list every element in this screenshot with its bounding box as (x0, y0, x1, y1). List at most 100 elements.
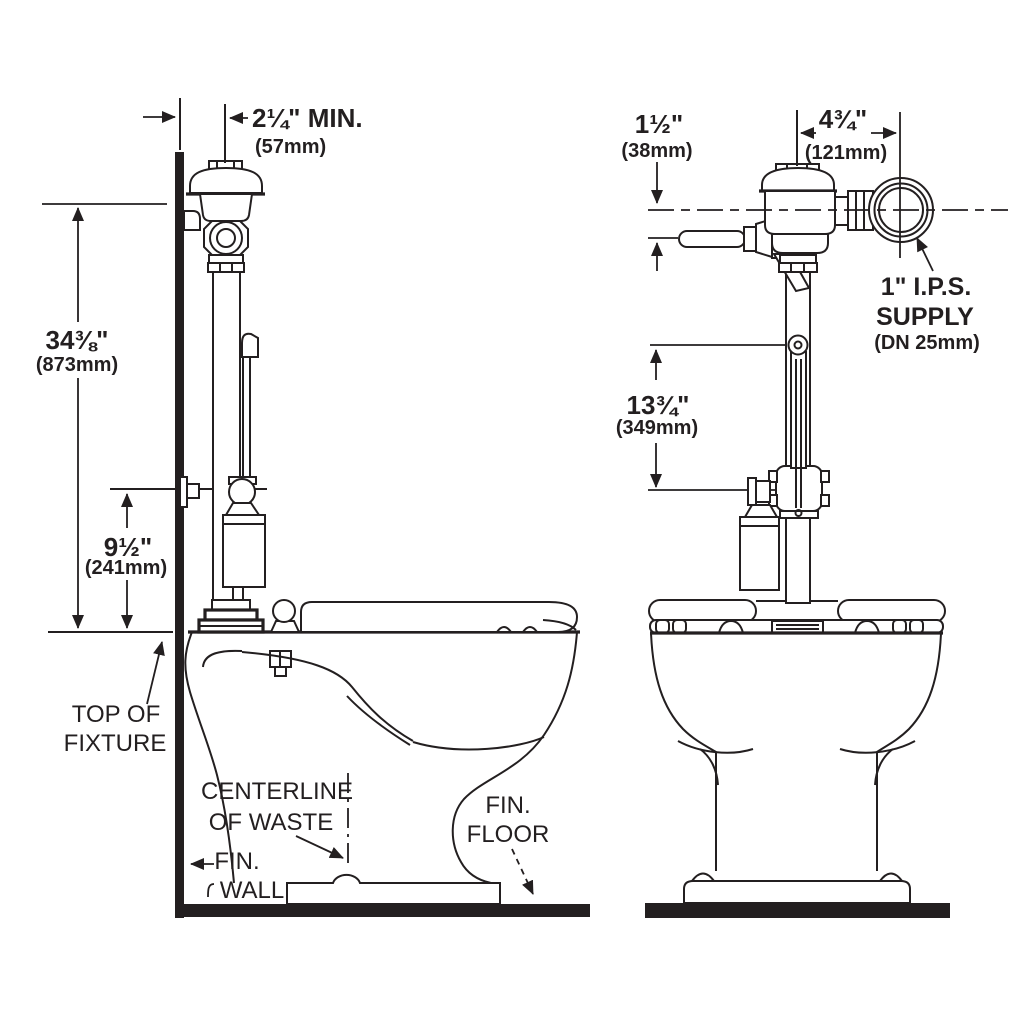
hinge-block-right-1 (892, 619, 907, 634)
actuating-rod (790, 351, 807, 469)
vacuum-breaker-front (222, 514, 266, 588)
support-bolt (186, 483, 200, 499)
bowl-s-curve-right-1 (839, 740, 916, 754)
top-of-fixture-label-1: TOP OF (72, 701, 160, 728)
dim-wall-offset-metric: (57mm) (255, 136, 326, 158)
toilet-base-front (683, 880, 911, 904)
hinge-block-left-1 (655, 619, 670, 634)
dim-height-metric: (873mm) (36, 354, 118, 376)
supply-label-3: (DN 25mm) (874, 332, 980, 354)
coupling-front (208, 254, 244, 264)
finished-floor-section-left (175, 904, 590, 917)
bowl-front-profile (451, 631, 578, 884)
dim-handle-imperial: 1½" (635, 109, 683, 139)
stop-ear-tl (768, 470, 778, 483)
centerline-of-waste-label-1: CENTERLINE (201, 778, 353, 805)
ball-joint (228, 478, 256, 506)
dim-wall-offset-imperial: 2¼" MIN. (252, 103, 363, 133)
stop-ear-br (820, 494, 830, 507)
bowl-s-curve-left-1 (677, 740, 754, 754)
toilet-side-profile (184, 599, 580, 905)
valve-dome-side (761, 166, 835, 192)
support-plate (179, 476, 188, 508)
hinge-block-left-2 (672, 619, 687, 634)
handle-collar (743, 226, 757, 252)
front-view-dimensions: 2¼" MIN. (57mm) 34⅜" (873mm) 9½" (241mm)… (36, 98, 549, 904)
toilet-front-elevation (648, 599, 946, 623)
hinge-ball (272, 599, 296, 623)
seat-lid-side (300, 601, 579, 633)
stop-connector (755, 480, 771, 503)
handle-paddle-front (241, 332, 259, 358)
control-stop-body (775, 465, 823, 512)
coupling-nut-side-flats (790, 263, 805, 272)
bolt-cap-left (717, 619, 745, 634)
stop-connector-plate (747, 477, 757, 506)
dim-handle-metric: (38mm) (621, 140, 692, 162)
valve-body-front (198, 193, 254, 222)
fin-floor-label-1: FIN. (485, 792, 530, 819)
fin-wall-hook (207, 883, 215, 898)
dim-rod-imperial: 13¾" (627, 390, 690, 420)
valve-lower-body (771, 233, 829, 254)
vacuum-breaker-side (739, 516, 780, 591)
rod-slot (795, 359, 802, 508)
bowl-s-curve-left-2 (699, 748, 719, 786)
floor-bolt-cap-right (878, 872, 904, 882)
coupling-nut-side (778, 262, 818, 273)
fin-wall-label-2: WALL (220, 877, 284, 904)
bowl-inner-curve-2 (346, 695, 411, 746)
bowl-right-profile (876, 632, 942, 871)
bowl-left-profile (650, 632, 717, 871)
coupling-side (779, 254, 817, 264)
spud-plate-lines (776, 624, 819, 630)
rod-slot-pin (794, 509, 803, 517)
supply-label-2: SUPPLY (876, 303, 974, 331)
handle-rod-front (242, 355, 251, 479)
stop-ear-tr (820, 470, 830, 483)
wall-bracket (183, 210, 201, 231)
top-of-fixture-leader (146, 641, 165, 705)
ball-joint-taper (224, 502, 261, 516)
dim-height-imperial: 34⅜" (46, 325, 109, 355)
dim-rod-metric: (349mm) (616, 417, 698, 439)
seat-bumpers (496, 626, 538, 633)
fin-floor-label-2: FLOOR (467, 821, 550, 848)
seat-lobe-right (837, 599, 946, 623)
dim-stop-metric: (241mm) (85, 557, 167, 579)
seat-nose-line (542, 619, 577, 631)
seat-lobe-left (648, 599, 757, 623)
supply-label-1: 1" I.P.S. (881, 273, 972, 301)
hinge-block-right-2 (909, 619, 924, 634)
front-view: 2¼" MIN. (57mm) 34⅜" (873mm) 9½" (241mm)… (36, 98, 590, 918)
coupling-nut-flats (219, 263, 233, 272)
vacuum-breaker-cone (743, 504, 779, 518)
bolt-cap-right (853, 619, 881, 634)
bowl-front-inner-line (412, 736, 545, 751)
dim-stop-imperial: 9½" (104, 532, 152, 562)
bowl-rear-profile (184, 631, 235, 884)
dim-depth-imperial: 4¾" (819, 104, 867, 134)
seat-bolt-nut (274, 666, 287, 677)
fin-wall-label-1: FIN. (214, 848, 259, 875)
bowl-s-curve-right-2 (874, 748, 894, 786)
supply-leader (916, 237, 934, 272)
hinge-base (269, 620, 301, 633)
side-view: 1½" (38mm) 4¾" (121mm) 13¾" (349mm) 1" I… (616, 104, 1008, 918)
valve-body-side (764, 190, 836, 235)
coupling-nut-front (207, 262, 245, 273)
fin-floor-leader (511, 848, 534, 895)
rod-pivot-pin (793, 340, 803, 350)
tailpiece-spacer (834, 196, 849, 226)
toilet-base-side (286, 873, 501, 905)
floor-bolt-cap-left (690, 872, 716, 882)
finished-wall-section (175, 152, 184, 918)
inner-rim-arc (202, 649, 243, 668)
toilet-front-lower (645, 619, 950, 918)
spud-plate-front (771, 620, 824, 634)
supply-boss-inner (216, 228, 236, 248)
top-of-fixture-label-2: FIXTURE (64, 730, 167, 757)
flush-valve-front (110, 160, 267, 634)
valve-dome-front (189, 166, 263, 194)
